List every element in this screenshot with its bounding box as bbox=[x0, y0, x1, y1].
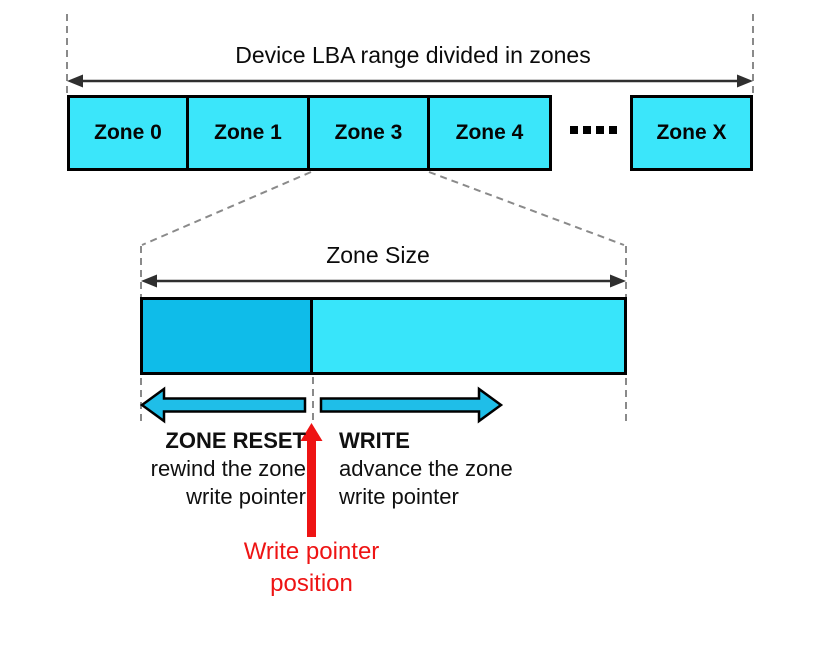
lba-range-arrowhead-right bbox=[737, 74, 753, 88]
zone-box-0: Zone 0 bbox=[67, 95, 189, 171]
diagram-title: Device LBA range divided in zones bbox=[235, 42, 591, 68]
zone-size-measure-arrow bbox=[141, 274, 626, 288]
zone-reset-text-block: ZONE RESET rewind the zone write pointer bbox=[100, 427, 306, 511]
zone-reset-desc-line1: rewind the zone bbox=[150, 456, 306, 481]
zone-box-x: Zone X bbox=[630, 95, 753, 171]
zone-reset-title: ZONE RESET bbox=[165, 428, 306, 453]
write-pointer-label-line1: Write pointer bbox=[243, 538, 380, 565]
zone-box-3-label: Zone 3 bbox=[334, 121, 403, 144]
write-desc-line1: advance the zone bbox=[339, 456, 513, 481]
zone-size-arrowhead-right bbox=[610, 274, 626, 288]
zone-size-label: Zone Size bbox=[326, 242, 430, 268]
ellipsis-dot bbox=[570, 126, 578, 134]
write-arrow bbox=[319, 386, 504, 424]
write-pointer-label: Write pointer position bbox=[191, 536, 432, 600]
ellipsis-dot bbox=[609, 126, 617, 134]
zoom-connector-right-dashed-line bbox=[428, 171, 625, 246]
write-desc-line2: write pointer bbox=[339, 484, 459, 509]
zone-written-region bbox=[143, 300, 313, 372]
write-title: WRITE bbox=[339, 428, 410, 453]
zone-box-3: Zone 3 bbox=[307, 95, 430, 171]
zone-unwritten-region bbox=[313, 300, 624, 372]
zone-box-4: Zone 4 bbox=[427, 95, 552, 171]
zone-box-1-label: Zone 1 bbox=[214, 121, 282, 144]
ellipsis-dot bbox=[596, 126, 604, 134]
zone-detail-bar bbox=[140, 297, 627, 375]
zone-size-arrowhead-left bbox=[141, 274, 157, 288]
lba-range-measure-arrow bbox=[67, 74, 753, 88]
zone-box-0-label: Zone 0 bbox=[94, 121, 162, 144]
zone-box-4-label: Zone 4 bbox=[455, 121, 524, 144]
zone-box-1: Zone 1 bbox=[186, 95, 310, 171]
zone-reset-arrow bbox=[139, 386, 307, 424]
write-text-block: WRITE advance the zone write pointer bbox=[339, 427, 569, 511]
zone-box-x-label: Zone X bbox=[656, 121, 727, 144]
zones-ellipsis-icon bbox=[570, 126, 617, 134]
write-pointer-label-line2: position bbox=[270, 570, 353, 597]
ellipsis-dot bbox=[583, 126, 591, 134]
lba-range-arrowhead-left bbox=[67, 74, 83, 88]
zone-reset-desc-line2: write pointer bbox=[186, 484, 306, 509]
zoom-connector-left-dashed-line bbox=[141, 171, 312, 246]
